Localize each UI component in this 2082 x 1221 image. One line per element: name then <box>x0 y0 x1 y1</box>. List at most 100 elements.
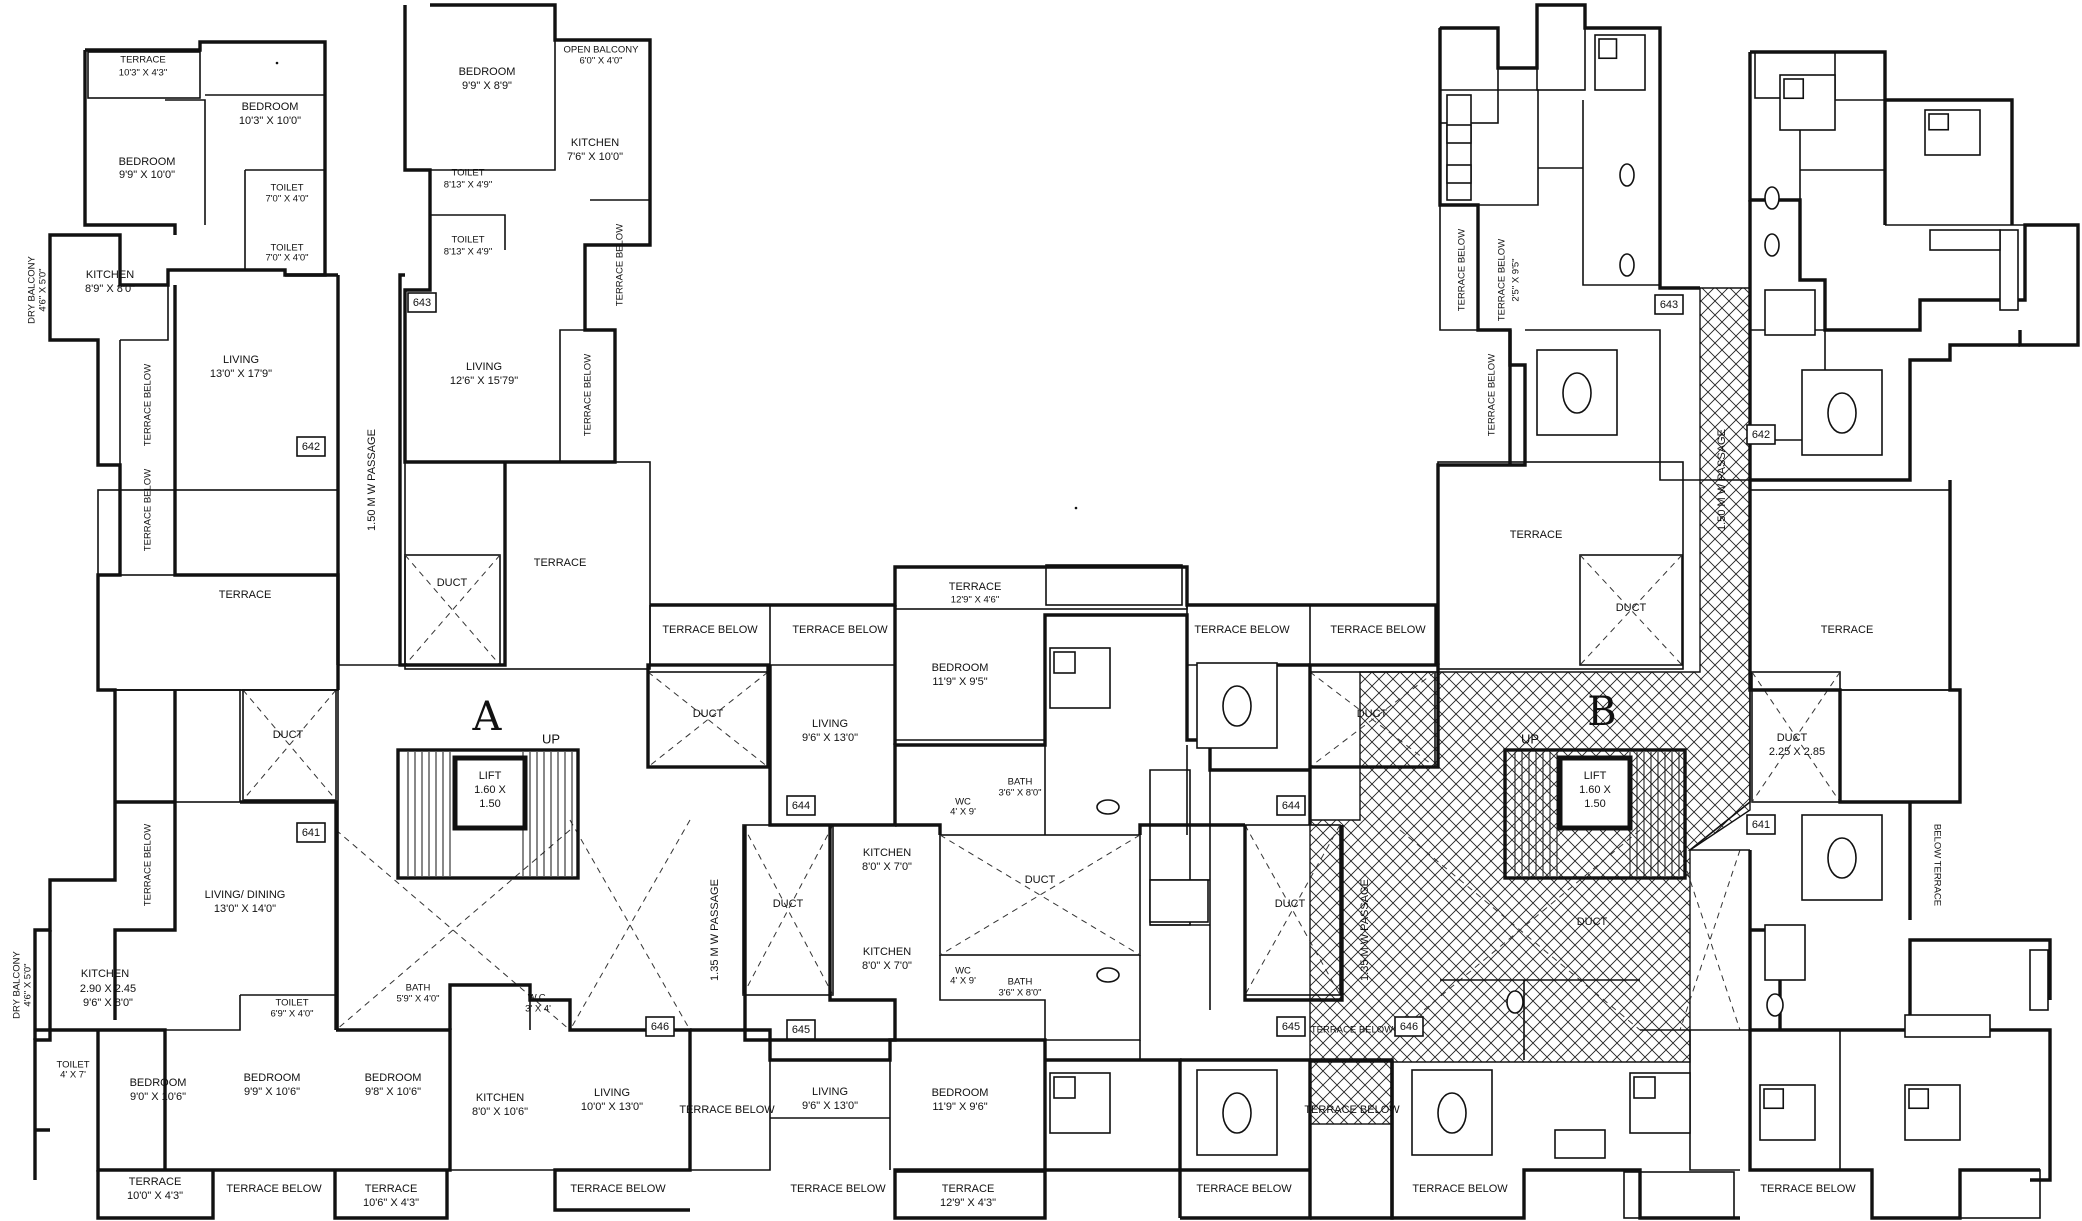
terrace-bm-label: TERRACE <box>942 1183 995 1195</box>
terrace-below-643a: TERRACE BELOW <box>615 224 626 306</box>
bath-mid2-dim: 3'6" X 8'0" <box>998 988 1041 999</box>
wc-mid2-label: WC <box>955 966 971 977</box>
lift-a-title: LIFT <box>479 770 502 782</box>
lift-b-size1: 1.60 X <box>1579 784 1611 796</box>
terrace-below-bm1: TERRACE BELOW <box>570 1183 666 1195</box>
kitchen-l-dim: 8'0" X 10'6" <box>472 1106 528 1118</box>
open-balcony-label: OPEN BALCONY <box>564 45 640 56</box>
toilet-641-dim: 6'9" X 4'0" <box>270 1009 313 1020</box>
up-label-a: UP <box>542 731 560 746</box>
dry-balcony-low-dim: 4'6" X 5'0" <box>23 963 34 1006</box>
kitchen-641-label: KITCHEN <box>81 968 129 980</box>
unit-646-badge: 646 <box>645 1016 675 1037</box>
toilet-641-label: TOILET <box>275 998 308 1009</box>
dry-balcony-top: DRY BALCONY <box>27 255 38 323</box>
living-dining-dim: 13'0" X 14'0" <box>214 903 276 915</box>
duct-m4-label: DUCT <box>1025 874 1056 886</box>
unit-641-badge-b: 641 <box>1746 814 1776 835</box>
terrace-below-643b: TERRACE BELOW <box>583 354 594 436</box>
unit-645-badge: 645 <box>786 1019 816 1040</box>
wc-mid-label: WC <box>955 797 971 808</box>
kitchen-mid2-label: KITCHEN <box>863 946 911 958</box>
terrace-tl-label: TERRACE <box>120 55 165 66</box>
living-643-label: LIVING <box>466 361 502 373</box>
duct-l-label: DUCT <box>273 729 304 741</box>
coffee-table <box>1827 392 1857 434</box>
furniture <box>1049 34 2049 1159</box>
svg-text:644: 644 <box>792 800 810 812</box>
unit-645-badge-b: 645 <box>1276 1016 1306 1037</box>
lift-a-size2: 1.50 <box>479 798 500 810</box>
terrace-below-l2: TERRACE BELOW <box>143 469 154 551</box>
pillow <box>1633 1076 1656 1099</box>
svg-text:645: 645 <box>792 1024 810 1036</box>
bed <box>1629 1072 1691 1134</box>
bath-a-dim: 5'9" X 4'0" <box>396 994 439 1005</box>
living-644-dim: 9'6" X 13'0" <box>802 732 858 744</box>
toilet-low-dim: 4' X 7' <box>60 1070 86 1081</box>
terrace-below-br1: TERRACE BELOW <box>1412 1183 1508 1195</box>
terrace-bl1-label: TERRACE <box>129 1176 182 1188</box>
bedroom-643-label: BEDROOM <box>459 66 516 78</box>
unit-643-badge: 643 <box>407 292 437 313</box>
kitchen-l-label: KITCHEN <box>476 1092 524 1104</box>
kitchen-tl-label: KITCHEN <box>86 269 134 281</box>
toilet-a-dim: 7'0" X 4'0" <box>265 194 308 205</box>
svg-text:642: 642 <box>1752 429 1770 441</box>
duct-m2-label: DUCT <box>1357 708 1388 720</box>
bath-mid2-label: BATH <box>1008 977 1033 988</box>
terrace-bl2-label: TERRACE <box>365 1183 418 1195</box>
duct-m1-label: DUCT <box>693 708 724 720</box>
terrace-r2-label: TERRACE <box>1821 624 1874 636</box>
unit-641-badge: 641 <box>296 822 326 843</box>
stray-dot <box>1074 506 1078 510</box>
terrace-below-m1: TERRACE BELOW <box>662 624 758 636</box>
kitchen-mid1-label: KITCHEN <box>863 847 911 859</box>
bath-mid-dim: 3'6" X 8'0" <box>998 788 1041 799</box>
passage-b-hatch <box>1309 287 1751 1125</box>
terrace-below-bl: TERRACE BELOW <box>226 1183 322 1195</box>
terrace-below-br2: TERRACE BELOW <box>1760 1183 1856 1195</box>
unit-644-badge-b: 644 <box>1276 795 1306 816</box>
unit-644-badge: 644 <box>786 795 816 816</box>
block-b-label: B <box>1587 689 1616 735</box>
terrace-below-r3: TERRACE BELOW <box>1311 1025 1393 1036</box>
wc-mid2-dim: 4' X 9' <box>950 976 976 987</box>
passage-135-right: 1.35 M W PASSAGE <box>1359 879 1371 981</box>
living-tl-label: LIVING <box>223 354 259 366</box>
dry-balcony-top-dim: 4'6" X 5'0" <box>38 268 49 311</box>
terrace-r1-label: TERRACE <box>1510 529 1563 541</box>
kitchen-643-dim: 7'6" X 10'0" <box>567 151 623 163</box>
svg-text:645: 645 <box>1282 1021 1300 1033</box>
pillow <box>1053 1076 1076 1099</box>
living-tl-dim: 13'0" X 17'9" <box>210 368 272 380</box>
duct-r3-label: DUCT <box>1577 916 1608 928</box>
stray-dot <box>275 61 279 65</box>
lift-b-title: LIFT <box>1584 770 1607 782</box>
passage-135-mid: 1.35 M W PASSAGE <box>709 879 721 981</box>
pillow <box>1763 1088 1785 1110</box>
stair-a <box>396 748 580 880</box>
bath-mid-label: BATH <box>1008 777 1033 788</box>
living-dining-label: LIVING/ DINING <box>205 889 286 901</box>
wc-mid-dim: 4' X 9' <box>950 807 976 818</box>
bedroom-l3-label: BEDROOM <box>365 1072 422 1084</box>
duct-643-label: DUCT <box>437 577 468 589</box>
terrace-below-m4: TERRACE BELOW <box>1330 624 1426 636</box>
svg-text:646: 646 <box>1400 1021 1418 1033</box>
terrace-below-bm5: TERRACE BELOW <box>1304 1104 1400 1116</box>
coffee-table <box>1222 1092 1252 1134</box>
svg-text:644: 644 <box>1282 800 1300 812</box>
terrace-below-m2: TERRACE BELOW <box>792 624 888 636</box>
terrace-l-label: TERRACE <box>219 589 272 601</box>
walls <box>33 3 2080 1220</box>
stair-b <box>1503 748 1687 880</box>
terrace-below-bm2: TERRACE BELOW <box>679 1104 775 1116</box>
duct-r2-dim: 2.25 X 2.85 <box>1769 746 1825 758</box>
terrace-below-bm3: TERRACE BELOW <box>790 1183 886 1195</box>
duct-m5-label: DUCT <box>1275 898 1306 910</box>
terrace-r-small: TERRACE BELOW <box>1497 239 1508 321</box>
svg-text:641: 641 <box>1752 819 1770 831</box>
wc-a-label: W.C. <box>528 993 549 1004</box>
svg-text:641: 641 <box>302 827 320 839</box>
